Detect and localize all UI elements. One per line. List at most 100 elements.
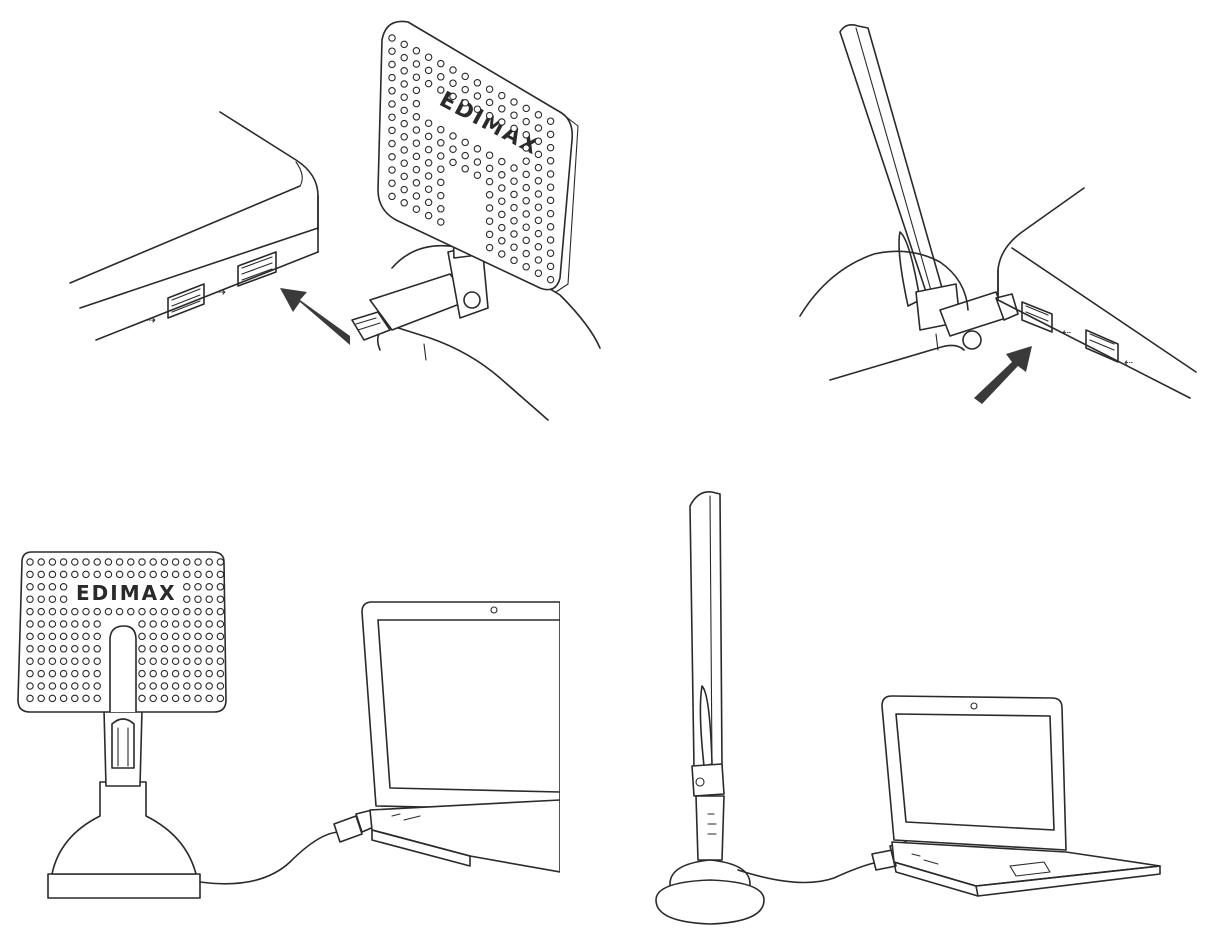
perforation-dot [522, 210, 530, 218]
perforation-dot [437, 73, 445, 81]
perforation-dot [485, 217, 494, 225]
perforation-dot [546, 196, 555, 205]
perforation-dot [37, 669, 45, 678]
perforation-dot [37, 607, 45, 616]
perforation-dot [498, 105, 506, 113]
perforation-dot [534, 124, 543, 132]
perforation-dot [216, 669, 225, 678]
perforation-dot [437, 165, 445, 173]
perforation-dot [412, 179, 421, 187]
panel-bottom-right [620, 470, 1207, 934]
perforation-dot [48, 570, 57, 579]
perforation-dot [400, 159, 408, 167]
perforation-dot [138, 694, 146, 703]
perforation-dot [205, 570, 213, 579]
perforation-dot [194, 669, 202, 678]
perforation-dot [48, 657, 57, 665]
perforation-dot [93, 645, 101, 653]
perforation-dot [59, 645, 68, 653]
perforation-dot [388, 47, 396, 55]
perforation-dot [534, 177, 543, 185]
perforation-dot [473, 92, 482, 100]
perforation-dot [437, 139, 445, 147]
perforation-dot [412, 126, 421, 134]
perforation-dot [216, 657, 225, 665]
perforation-dot [424, 185, 433, 193]
perforation-dot [510, 217, 518, 225]
perforation-dot [149, 657, 157, 665]
perforation-dot [534, 256, 543, 264]
perforation-dot [104, 607, 113, 616]
perforation-dot [82, 669, 90, 678]
perforation-dot [216, 583, 225, 591]
perforation-dot [59, 558, 68, 566]
perforation-dot [449, 158, 457, 167]
perforation-dot [205, 657, 213, 665]
perforation-dot [194, 694, 202, 703]
perforation-dot [449, 92, 457, 101]
perforation-dot [194, 645, 202, 653]
perforation-dot [400, 146, 408, 154]
panel-top-right: ⇠ ⇠ [760, 0, 1207, 440]
perforation-dot [71, 570, 79, 579]
perforation-dot [59, 669, 68, 678]
perforation-dot [171, 607, 180, 616]
perforation-dot [127, 607, 135, 616]
perforation-dot [412, 139, 421, 147]
perforation-dot [171, 669, 180, 678]
perforation-dot [138, 570, 146, 579]
perforation-dot [522, 104, 530, 113]
perforation-dot [82, 570, 90, 579]
perforation-dot [194, 558, 202, 566]
perforation-dot [546, 143, 555, 152]
perforation-dot [26, 595, 34, 603]
perforation-dot [216, 558, 225, 566]
perforation-dot [59, 607, 68, 616]
laptop-icon [361, 601, 560, 873]
perforation-dot [37, 583, 45, 591]
perforation-dot [449, 132, 457, 140]
perforation-dot [183, 645, 191, 653]
perforation-dot [388, 126, 396, 135]
perforation-dot [510, 243, 518, 251]
perforation-dot [26, 583, 34, 591]
perforation-dot [171, 632, 180, 641]
perforation-dot [437, 205, 445, 213]
illustration-cable-panel-antenna: EDIMAX [17, 551, 560, 899]
perforation-dot [473, 158, 482, 166]
perforation-dot [546, 249, 555, 257]
perforation-dot [26, 645, 34, 653]
perforation-dot [160, 632, 169, 641]
perforation-dot [205, 583, 213, 591]
perforation-dot [104, 558, 113, 566]
perforation-dot [48, 694, 57, 703]
perforation-dot [138, 632, 146, 641]
perforation-dot [37, 682, 45, 690]
perforation-dot [485, 177, 494, 186]
perforation-dot [171, 657, 180, 665]
perforation-dot [546, 275, 555, 284]
perforation-dot [216, 570, 225, 579]
laptop-side-icon [997, 187, 1197, 399]
perforation-dot [205, 620, 213, 628]
perforation-dot [388, 139, 396, 148]
perforation-dot [461, 72, 469, 81]
perforation-dot [26, 657, 34, 665]
perforation-dot [498, 223, 506, 232]
perforation-dot [205, 645, 213, 653]
perforation-dot [48, 669, 57, 678]
perforation-dot [48, 682, 57, 690]
perforation-dot [48, 607, 57, 616]
perforation-dot [522, 197, 530, 205]
perforation-dot [59, 570, 68, 579]
perforation-dot [59, 632, 68, 641]
perforation-dot [522, 249, 530, 258]
perforation-dot [160, 558, 169, 566]
svg-text:⇠: ⇠ [1062, 326, 1071, 339]
usb-cable-icon [199, 809, 377, 885]
perforation-dot [498, 157, 506, 166]
perforation-dot [498, 184, 506, 192]
perforation-dot [498, 210, 506, 219]
perforation-dot [522, 170, 530, 179]
perforation-dot [546, 236, 555, 244]
